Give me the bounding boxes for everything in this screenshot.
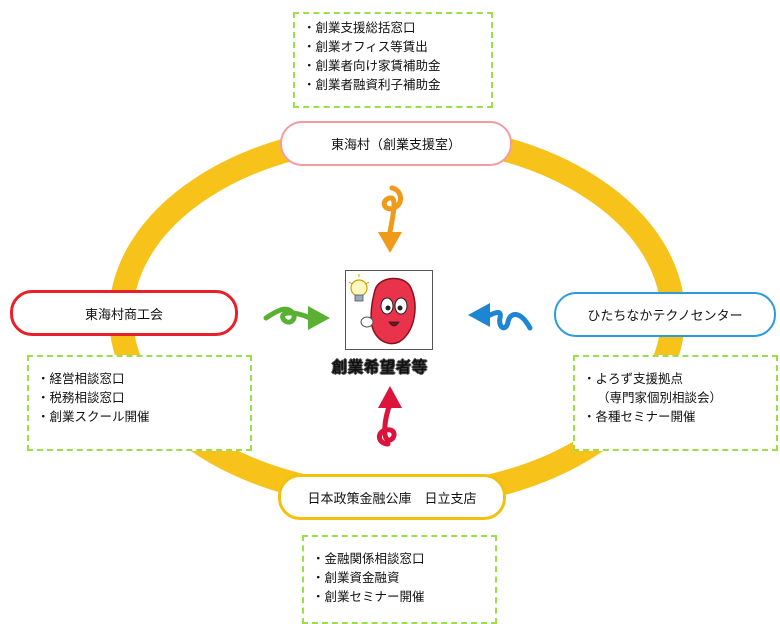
list-item: 創業資金融資 [312, 568, 487, 587]
list-item: 創業者融資利子補助金 [303, 75, 483, 94]
node-label: 日本政策金融公庫 日立支店 [307, 491, 477, 507]
list-item: 各種セミナー開催 [583, 407, 768, 426]
list-item: よろず支援拠点 [583, 369, 768, 388]
node-commerce-association: 東海村商工会 [10, 290, 238, 336]
arrow-right-icon [263, 306, 330, 330]
list-item: 創業支援総括窓口 [303, 18, 483, 37]
list-item: 創業スクール開催 [37, 407, 242, 426]
list-item: 創業セミナー開催 [312, 587, 487, 606]
lightbulb-icon [348, 274, 370, 302]
arrow-down-icon [378, 185, 403, 253]
arrow-left-icon [468, 303, 533, 331]
node-tokai-village: 東海村（創業支援室） [280, 121, 512, 166]
arrow-up-icon [377, 386, 402, 447]
sweet-potato-mascot-icon [345, 270, 433, 350]
list-item: 経営相談窓口 [37, 369, 242, 388]
node-techno-center: ひたちなかテクノセンター [554, 292, 776, 337]
node-label: 東海村（創業支援室） [330, 138, 461, 153]
left-service-list: 経営相談窓口 税務相談窓口 創業スクール開催 [27, 355, 252, 451]
list-item: 創業者向け家賃補助金 [303, 56, 483, 75]
list-item: 創業オフィス等賃出 [303, 37, 483, 56]
bottom-service-list: 金融関係相談窓口 創業資金融資 創業セミナー開催 [302, 535, 497, 624]
top-service-list: 創業支援総括窓口 創業オフィス等賃出 創業者向け家賃補助金 創業者融資利子補助金 [293, 12, 493, 108]
list-item: 金融関係相談窓口 [312, 549, 487, 568]
list-subitem: （専門家個別相談会） [597, 390, 723, 405]
list-item: 税務相談窓口 [37, 388, 242, 407]
node-label: 東海村商工会 [84, 307, 163, 323]
right-service-list: よろず支援拠点 （専門家個別相談会） 各種セミナー開催 [573, 355, 778, 451]
node-finance-corporation: 日本政策金融公庫 日立支店 [278, 474, 506, 520]
center-label: 創業希望者等 [332, 358, 429, 376]
node-label: ひたちなかテクノセンター [587, 309, 743, 324]
